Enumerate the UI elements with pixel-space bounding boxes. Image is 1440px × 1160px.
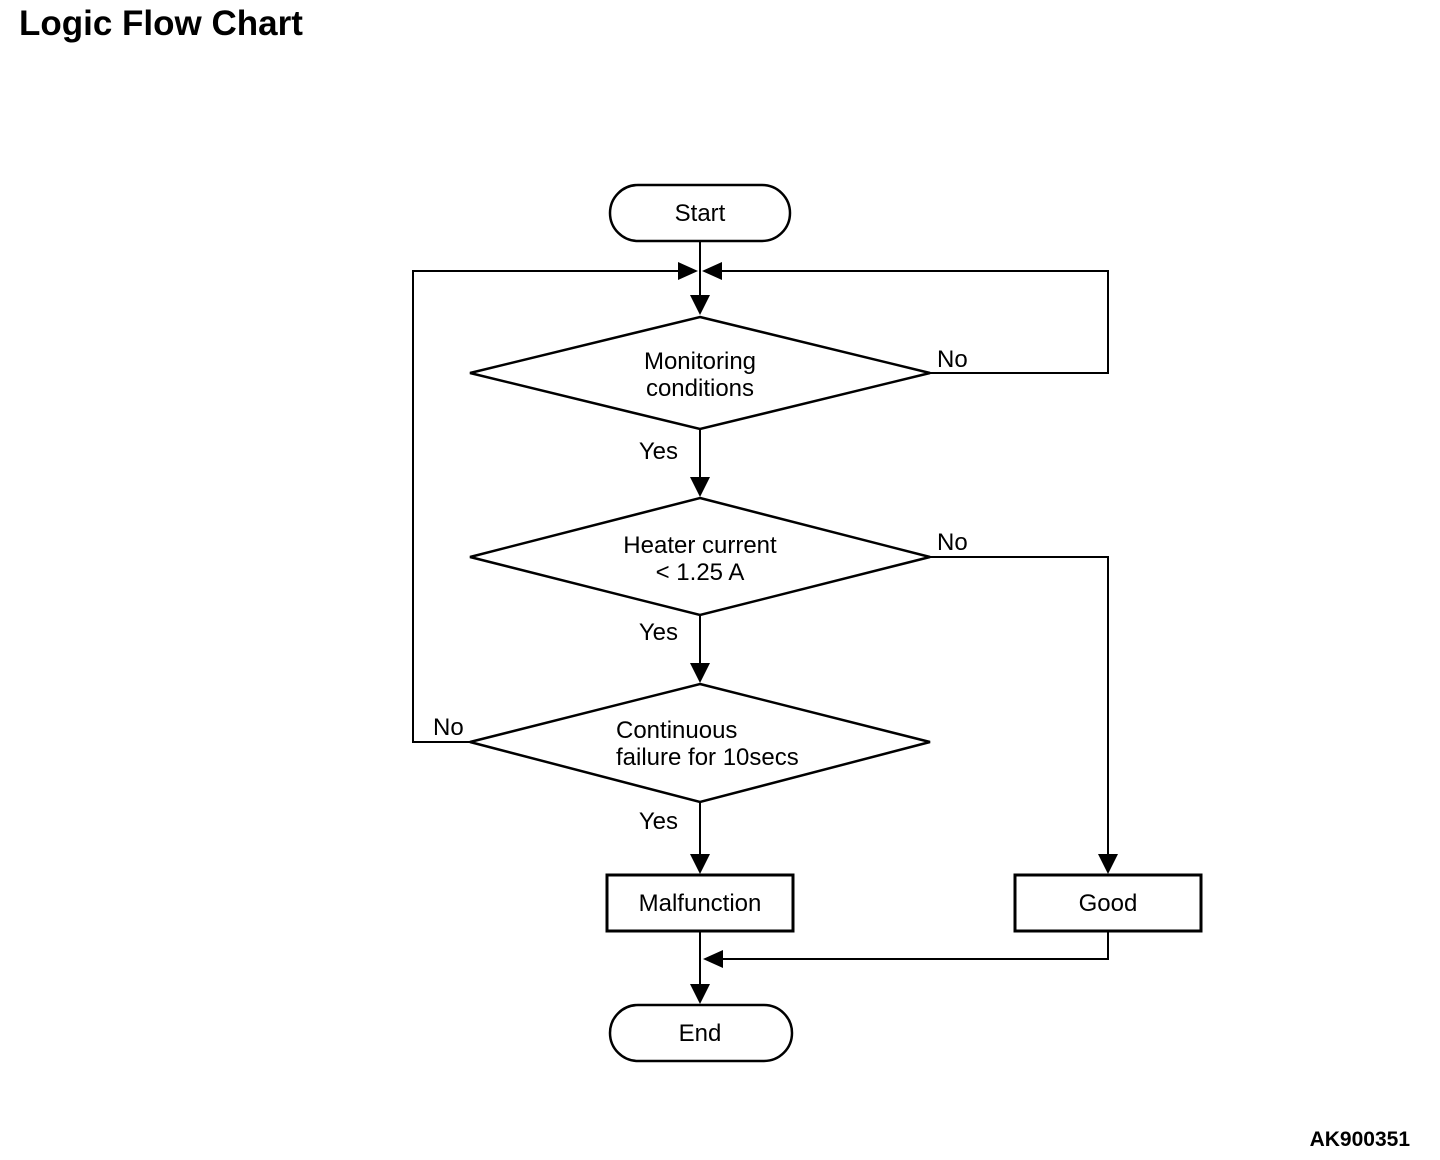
end-node: End: [608, 1003, 794, 1063]
continuous-no-label: No: [433, 714, 464, 741]
heater-current-decision: Heater current < 1.25 A: [469, 496, 931, 617]
malfunction-node-label: Malfunction: [639, 890, 762, 917]
edge-heater-no: [930, 556, 1118, 874]
monitoring-no-label: No: [937, 346, 968, 373]
junction-merge-arrows: [678, 262, 722, 280]
continuous-failure-decision-label-line1: Continuous: [616, 717, 737, 744]
edge-malfunction-to-end: [690, 931, 710, 1004]
malfunction-node: Malfunction: [605, 873, 795, 933]
edge-continuous-no: [412, 270, 680, 743]
monitoring-decision-label-line2: conditions: [646, 375, 754, 402]
page-title: Logic Flow Chart: [19, 4, 303, 43]
heater-current-decision-label-line2: < 1.25 A: [656, 559, 745, 586]
edge-monitoring-yes: [690, 429, 710, 497]
end-node-label: End: [679, 1020, 722, 1047]
start-node: Start: [608, 183, 792, 243]
monitoring-decision-label-line1: Monitoring: [644, 348, 756, 375]
edge-heater-yes: [690, 615, 710, 683]
continuous-failure-decision-label-line2: failure for 10secs: [616, 744, 799, 771]
edge-monitoring-no: [720, 270, 1109, 374]
monitoring-decision: Monitoring conditions: [469, 315, 931, 431]
heater-yes-label: Yes: [639, 619, 678, 646]
heater-current-decision-label-line1: Heater current: [623, 532, 777, 559]
good-node-label: Good: [1079, 890, 1138, 917]
edge-good-to-end: [703, 931, 1109, 968]
figure-code: AK900351: [1309, 1128, 1410, 1151]
start-node-label: Start: [675, 200, 726, 227]
heater-no-label: No: [937, 529, 968, 556]
junction-arrow-left: [678, 262, 698, 280]
continuous-yes-label: Yes: [639, 808, 678, 835]
edge-start-to-monitoring: [690, 241, 710, 315]
monitoring-yes-label: Yes: [639, 438, 678, 465]
junction-arrow-right: [702, 262, 722, 280]
continuous-failure-decision: Continuous failure for 10secs: [469, 682, 931, 804]
edge-continuous-yes: [690, 802, 710, 874]
good-node: Good: [1013, 873, 1203, 933]
